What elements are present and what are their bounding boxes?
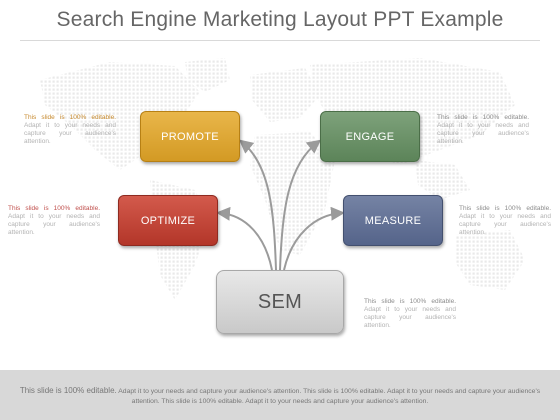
arrow-to-engage	[279, 139, 322, 271]
note-top-right-body: Adapt it to your needs and capture your …	[437, 122, 529, 145]
note-top-left: This slide is 100% editable. Adapt it to…	[24, 114, 116, 146]
note-mid-left-head: This slide is 100% editable.	[8, 205, 100, 212]
optimize-box[interactable]: OPTIMIZE	[118, 195, 218, 246]
note-bottom-right: This slide is 100% editable. Adapt it to…	[364, 298, 456, 330]
note-bottom-right-body: Adapt it to your needs and capture your …	[364, 306, 456, 329]
world-map-background	[40, 58, 525, 300]
slide-title: Search Engine Marketing Layout PPT Examp…	[56, 8, 504, 31]
measure-label: MEASURE	[364, 214, 422, 227]
note-top-right: This slide is 100% editable. Adapt it to…	[437, 114, 529, 146]
note-mid-right-body: Adapt it to your needs and capture your …	[459, 213, 551, 236]
note-top-right-head: This slide is 100% editable.	[437, 114, 529, 121]
footer-text: Adapt it to your needs and capture your …	[116, 388, 541, 405]
note-mid-left-body: Adapt it to your needs and capture your …	[8, 213, 100, 236]
optimize-label: OPTIMIZE	[140, 214, 196, 227]
note-top-left-body: Adapt it to your needs and capture your …	[24, 122, 116, 145]
sem-label: SEM	[257, 290, 303, 313]
note-bottom-right-head: This slide is 100% editable.	[364, 298, 456, 305]
arrow-to-promote	[238, 139, 277, 271]
promote-box[interactable]: PROMOTE	[140, 111, 240, 162]
arrow-to-measure	[283, 206, 345, 271]
footer-bar: This slide is 100% editable. Adapt it to…	[0, 370, 560, 420]
connector-lines	[216, 139, 345, 271]
engage-label: ENGAGE	[345, 130, 395, 143]
measure-box[interactable]: MEASURE	[343, 195, 443, 246]
sem-box[interactable]: SEM	[216, 270, 344, 334]
arrow-to-optimize	[216, 206, 273, 271]
note-mid-left: This slide is 100% editable. Adapt it to…	[8, 205, 100, 237]
promote-label: PROMOTE	[161, 130, 219, 143]
note-mid-right: This slide is 100% editable. Adapt it to…	[459, 205, 551, 237]
note-top-left-head: This slide is 100% editable.	[24, 114, 116, 121]
footer-lead: This slide is 100% editable.	[19, 386, 117, 395]
title-divider	[20, 40, 540, 41]
note-mid-right-head: This slide is 100% editable.	[459, 205, 551, 212]
engage-box[interactable]: ENGAGE	[320, 111, 420, 162]
